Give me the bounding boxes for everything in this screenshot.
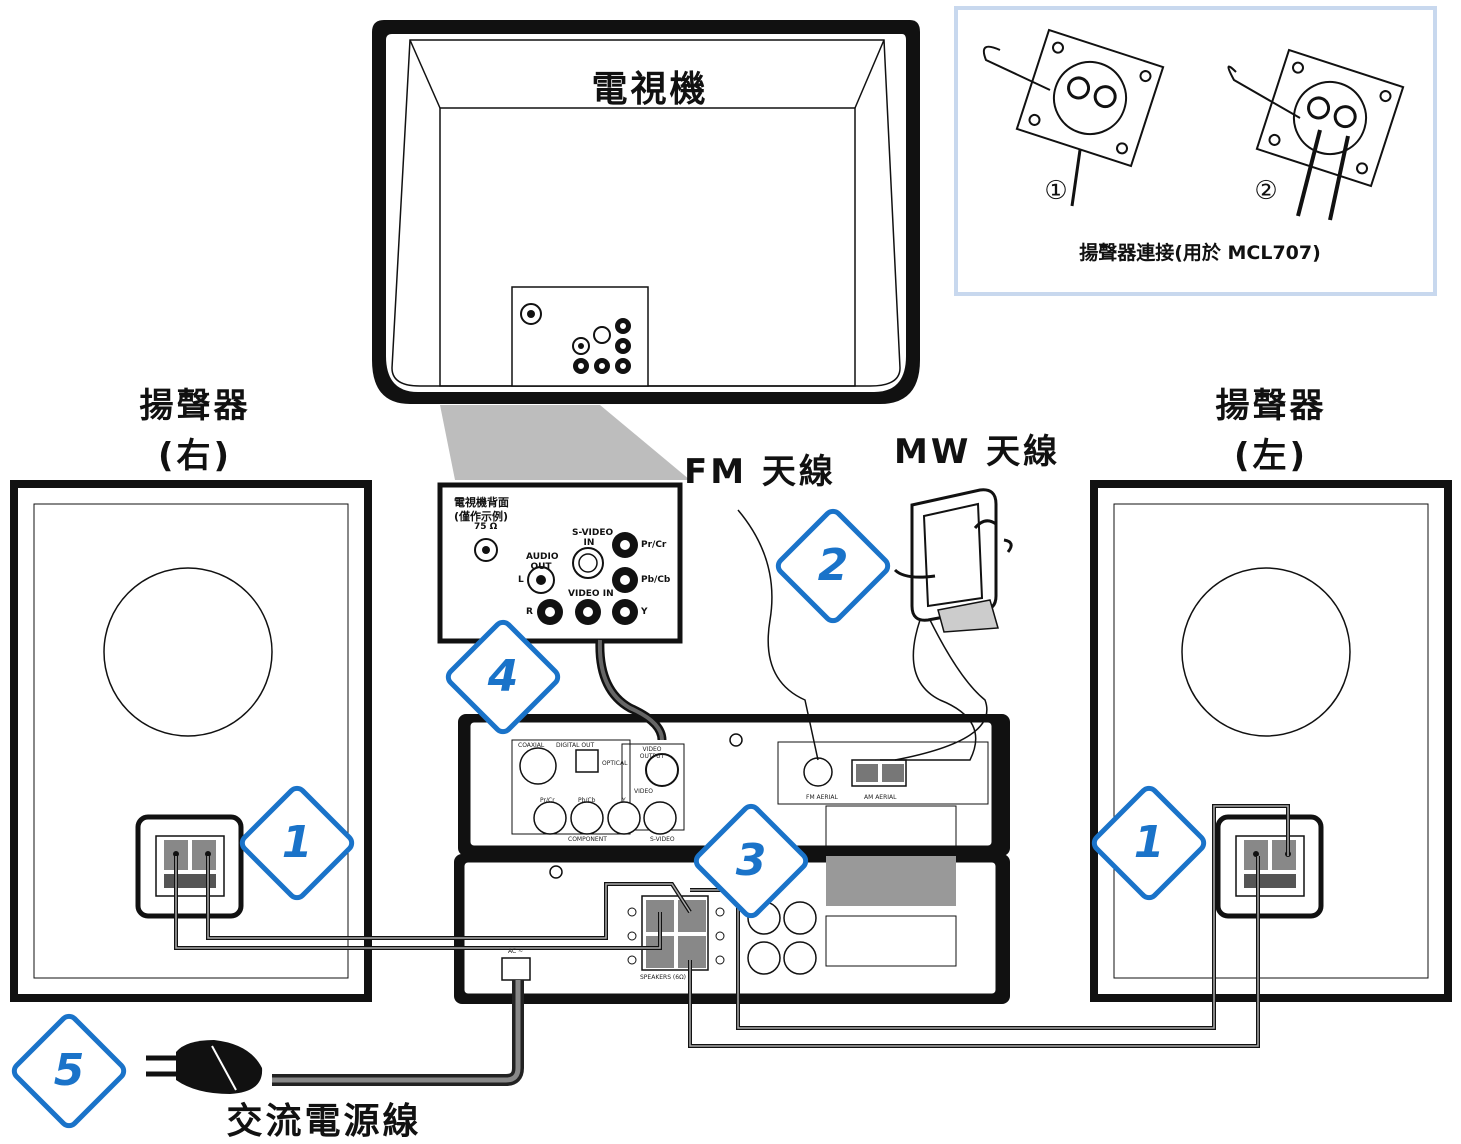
unit-pb: Pb/Cb [578,797,596,804]
step-3-unit: 3 [735,835,767,886]
tv-illustration [372,20,920,480]
speaker-left-label: 揚聲器 [1215,386,1327,426]
inset-caption: 揚聲器連接(用於 MCL707) [1079,242,1321,264]
speaker-left-illustration [1090,480,1452,1002]
unit-speakers: SPEAKERS (6Ω) [640,974,687,981]
fm-antenna-label: FM 天線 [684,452,836,492]
unit-svideo: S-VIDEO [650,836,675,843]
tv-title: 電視機 [591,69,709,110]
tv-back-svideo-in: IN [583,538,595,548]
power-plug [146,1040,263,1094]
unit-pr: Pr/Cr [540,797,555,804]
unit-ac: AC ~ [508,948,524,955]
inset-step-2: ② [1254,176,1278,206]
tv-back-audio-out: OUT [530,562,552,572]
step-1-right-speaker: 1 [281,817,313,868]
unit-y: Y [622,797,626,804]
tv-back-l: L [518,575,524,585]
main-unit-bottom [454,854,1010,1004]
unit-am-aerial: AM AERIAL [864,794,897,801]
tv-back-panel [437,482,683,644]
speaker-right-side: (右) [157,436,233,476]
tv-back-ohm: 75 Ω [474,522,498,532]
step-4-video: 4 [487,651,519,702]
tv-back-title-1: 電視機背面 [454,496,509,509]
unit-optical: OPTICAL [602,760,628,767]
tv-back-y: Y [641,607,648,617]
step-5-power: 5 [53,1045,85,1096]
mw-antenna-label: MW 天線 [894,432,1061,472]
unit-component: COMPONENT [568,836,607,843]
step-markers [11,508,1207,1129]
speaker-right-label: 揚聲器 [139,386,251,426]
tv-back-video-in: VIDEO IN [568,589,614,599]
main-unit-top [458,714,1010,856]
tv-back-audio: AUDIO [526,552,559,562]
tv-back-r: R [526,607,533,617]
tv-back-pr: Pr/Cr [641,540,667,550]
power-cord-label: 交流電源線 [226,1101,422,1142]
tv-back-svideo: S-VIDEO [572,528,614,538]
unit-video: VIDEO [634,788,654,795]
unit-coaxial: COAXIAL [518,742,545,749]
step-2-antenna: 2 [817,540,849,591]
unit-fm-aerial: FM AERIAL [806,794,838,801]
inset-step-1: ① [1044,176,1068,206]
speaker-right-illustration [10,480,372,1002]
tv-back-pb: Pb/Cb [641,575,671,585]
unit-digital-out: DIGITAL OUT [556,742,595,749]
step-1-left-speaker: 1 [1133,817,1165,868]
unit-video-output: VIDEO OUTPUT [639,746,665,760]
tv-back-title-2: (僅作示例) [454,510,509,523]
mw-loop-antenna [893,488,1013,633]
speaker-connection-inset [954,6,1437,296]
speaker-left-side: (左) [1233,436,1309,476]
